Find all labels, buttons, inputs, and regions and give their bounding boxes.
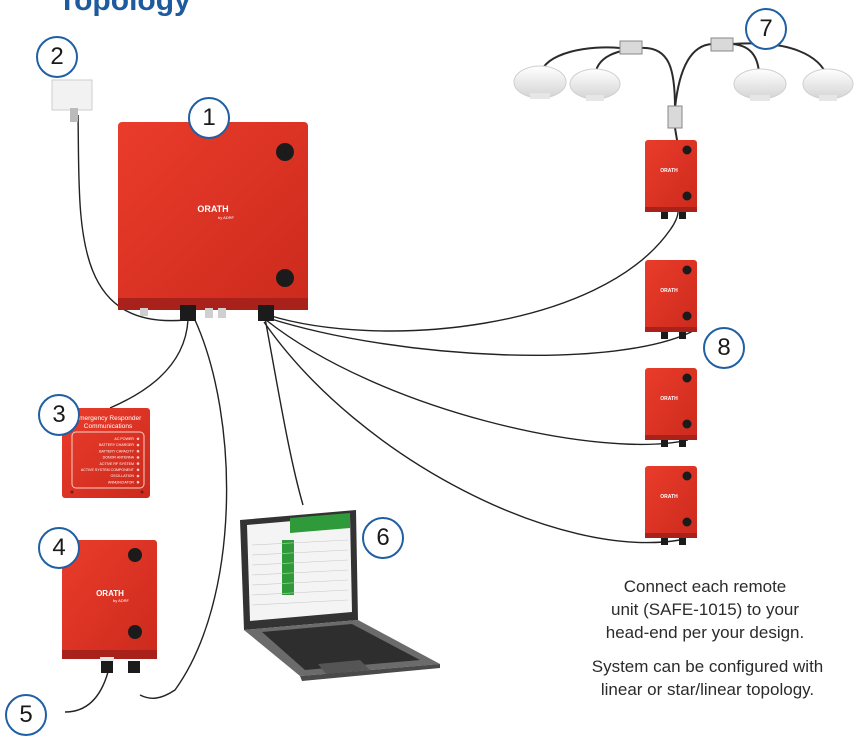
remote-unit-brand: ORATH — [660, 494, 678, 500]
bda-brand-sub: by ADRF — [113, 598, 130, 603]
cable-remote-3 — [265, 319, 689, 446]
dome-antenna — [733, 68, 787, 101]
remote-unit: ORATH — [645, 466, 697, 545]
annunciator-heading-2: Communications — [84, 423, 133, 430]
callout-7-antennas: 7 — [745, 8, 787, 50]
cable-remote-1 — [267, 211, 679, 332]
annunciator-status-label: DONOR ANTENNA — [103, 456, 135, 460]
remote-unit: ORATH — [645, 260, 697, 339]
annunciator-led — [136, 468, 140, 472]
head-end-brand: ORATH — [197, 204, 228, 214]
remote-connection-note: Connect each remote unit (SAFE-1015) to … — [560, 575, 850, 644]
cable-remote-4 — [263, 321, 681, 544]
annunciator-heading-1: Emergency Responder — [75, 415, 142, 422]
annunciator-led — [136, 443, 140, 447]
diagram-title: Topology — [58, 0, 191, 17]
head-end-brand-sub: by ADRF — [218, 215, 235, 220]
callout-4-bda: 4 — [38, 527, 80, 569]
remote-unit: ORATH — [645, 368, 697, 447]
dome-antenna — [802, 68, 854, 101]
callout-6-laptop: 6 — [362, 517, 404, 559]
remote-units: ORATH ORATH ORATH ORATH — [645, 140, 697, 545]
cable-donor — [77, 114, 186, 322]
annunciator-status-label: ACTIVE RF SYSTEM — [99, 462, 134, 466]
annunciator-led — [136, 449, 140, 453]
annunciator-status-label: OSCILLATION — [111, 474, 135, 478]
splitter-right — [710, 37, 734, 52]
head-end-unit: ORATH by ADRF — [118, 122, 308, 321]
donor-antenna — [51, 79, 93, 122]
annunciator-led — [136, 462, 140, 465]
callout-5-power-input: 5 — [5, 694, 47, 736]
dome-antenna — [569, 68, 621, 101]
remote-unit-brand: ORATH — [660, 168, 678, 174]
annunciator-led — [136, 456, 140, 459]
annunciator-status-label: ANNUNCIATOR — [108, 480, 134, 484]
callout-2-donor-antenna: 2 — [36, 36, 78, 78]
bda-unit: ORATH by ADRF — [62, 540, 157, 673]
cable-annunciator — [109, 319, 189, 409]
remote-unit-brand: ORATH — [660, 288, 678, 294]
cable-bda — [139, 319, 228, 699]
remote-note-line-3: head-end per your design. — [605, 623, 805, 642]
cable-power — [64, 671, 109, 713]
annunciator-status-label: BATTERY CHARGER — [99, 443, 135, 447]
topology-note: System can be configured with linear or … — [560, 655, 855, 701]
annunciator-led — [136, 437, 140, 441]
annunciator-status-list: AC POWER BATTERY CHARGER BATTERY CAPACITY D… — [81, 437, 140, 484]
remote-unit: ORATH — [645, 140, 697, 219]
remote-note-line-1: Connect each remote — [623, 577, 787, 596]
annunciator-status-label: BATTERY CAPACITY — [99, 449, 134, 453]
cable-laptop — [264, 317, 304, 506]
bda-brand: ORATH — [96, 589, 124, 598]
annunciator-panel: Emergency Responder Communications AC PO… — [62, 408, 150, 498]
topology-note-line-2: linear or star/linear topology. — [600, 680, 815, 699]
remote-note-line-2: unit (SAFE-1015) to your — [610, 600, 800, 619]
cable-remote-2 — [267, 317, 696, 356]
annunciator-led — [136, 480, 140, 484]
dome-antenna — [513, 65, 567, 99]
callout-3-annunciator: 3 — [38, 394, 80, 436]
annunciator-status-label: AC POWER — [114, 437, 134, 441]
annunciator-status-label: ACTIVE SYSTEM COMPONENT — [81, 468, 135, 472]
annunciator-led — [136, 474, 140, 478]
cables — [64, 114, 696, 713]
topology-note-line-1: System can be configured with — [591, 657, 824, 676]
callout-8-remote-units: 8 — [703, 327, 745, 369]
splitter-left — [619, 40, 643, 55]
laptop — [240, 510, 440, 681]
splitter-center — [667, 105, 683, 129]
callout-1-head-end: 1 — [188, 97, 230, 139]
remote-unit-brand: ORATH — [660, 396, 678, 402]
